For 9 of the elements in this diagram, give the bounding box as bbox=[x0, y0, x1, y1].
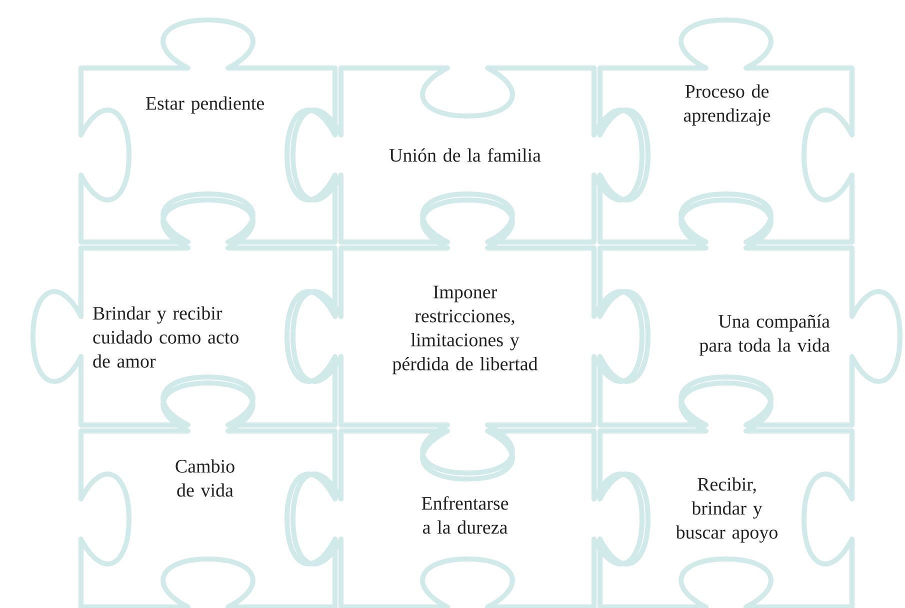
puzzle-piece: Una compañía para toda la vida bbox=[598, 198, 902, 428]
puzzle-piece: Brindar y recibir cuidado como acto de amor bbox=[30, 198, 338, 428]
puzzle-piece: Enfrentarse a la dureza bbox=[290, 428, 644, 608]
puzzle-piece: Recibir, brindar y buscar apoyo bbox=[598, 380, 854, 608]
puzzle-piece: Estar pendiente bbox=[78, 18, 338, 244]
puzzle-piece: Cambio de vida bbox=[78, 380, 338, 608]
puzzle-piece: Unión de la familia bbox=[290, 66, 644, 244]
puzzle-piece: Proceso de aprendizaje bbox=[598, 18, 854, 244]
puzzle-piece: Imponer restricciones, limitaciones y pérdida de libertad bbox=[290, 198, 644, 476]
